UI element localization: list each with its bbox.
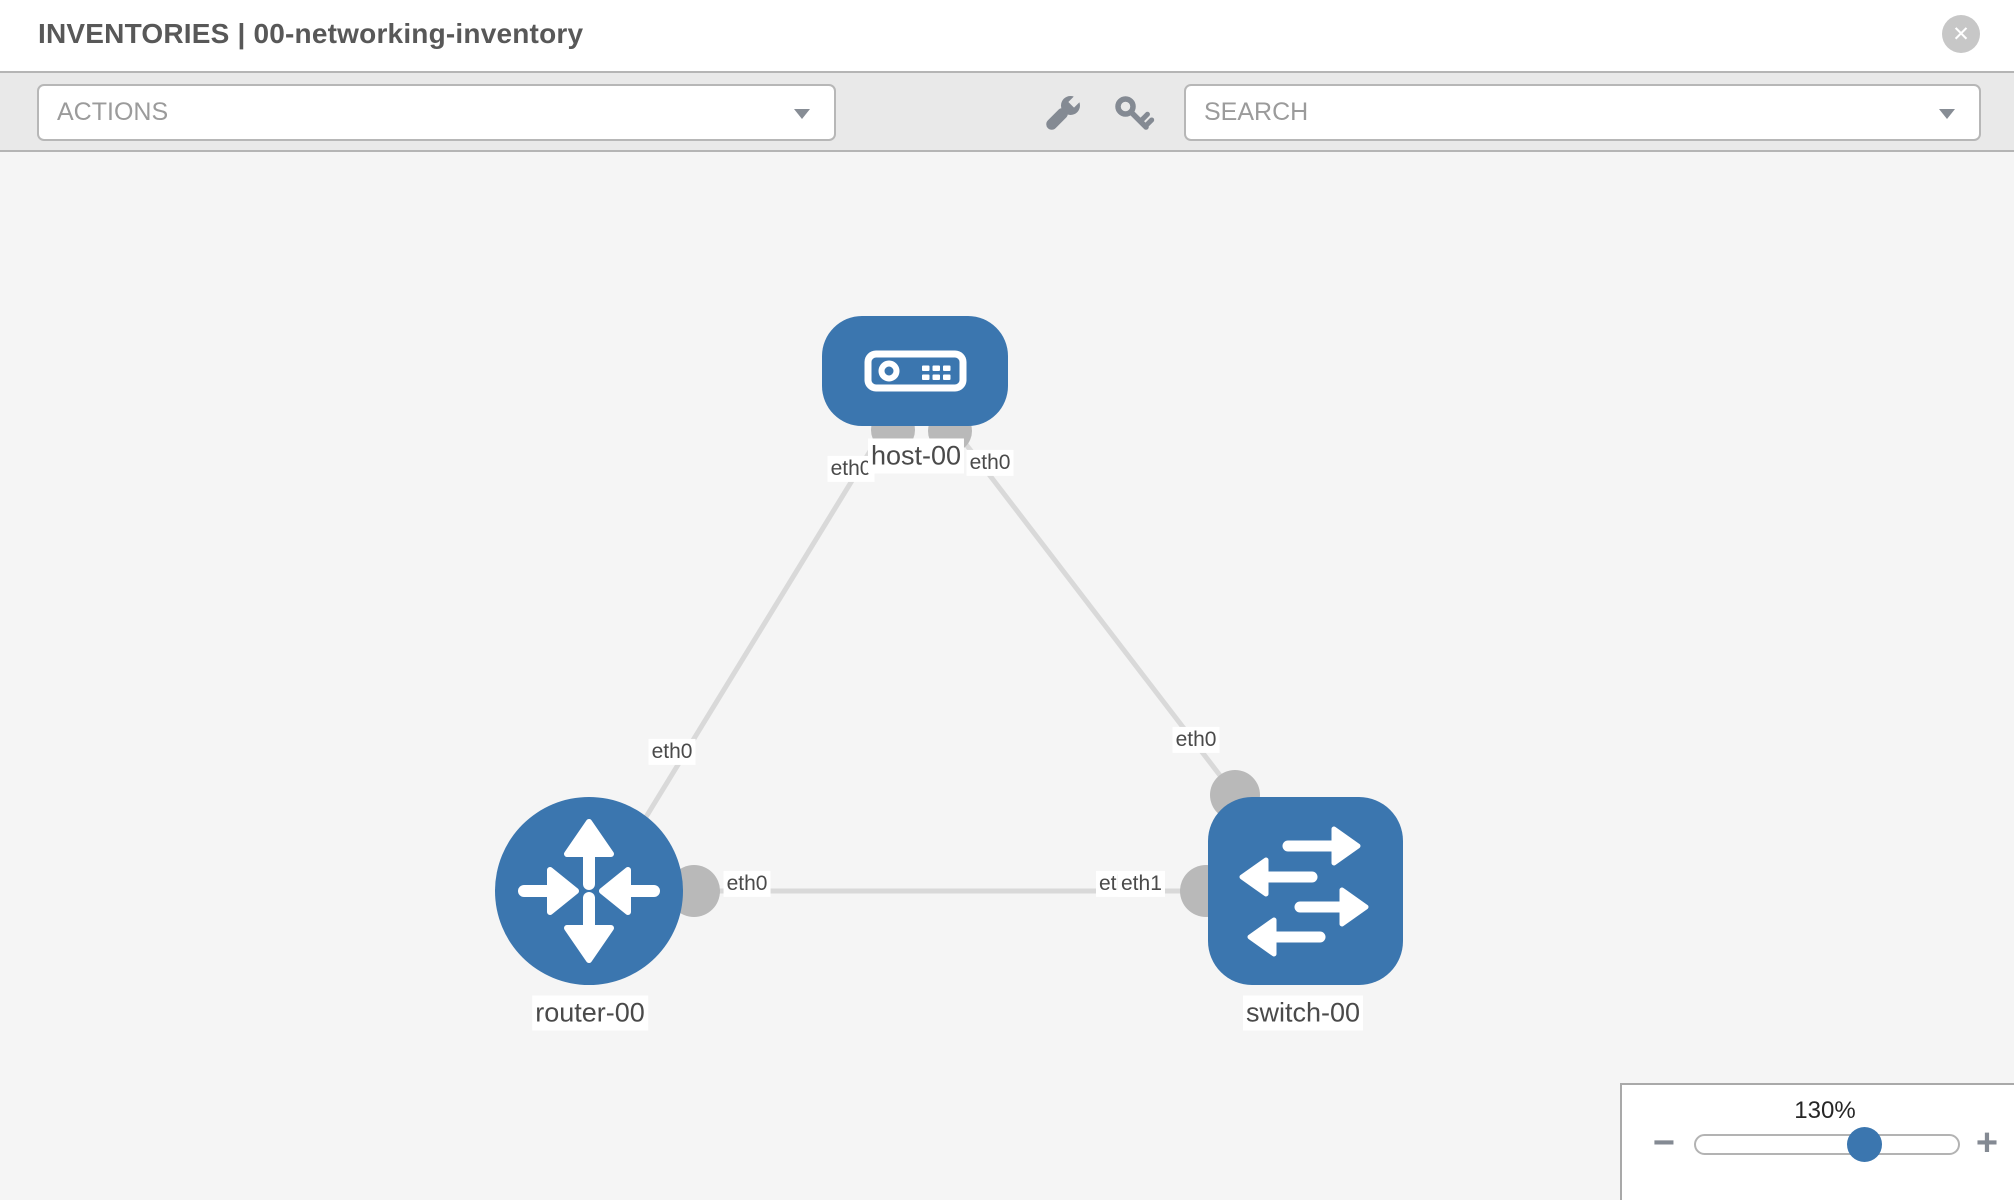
topology-canvas[interactable]: eth0 eth0 eth0 eth0 eth0 eth1 eth1 host-… (0, 152, 2014, 1200)
tools-button[interactable] (1035, 73, 1089, 150)
key-icon (1115, 96, 1155, 130)
actions-dropdown[interactable]: ACTIONS (37, 84, 836, 141)
toolbar: ACTIONS SEARC (0, 71, 2014, 152)
interface-label-host-to-switch: eth0 (966, 449, 1014, 477)
interface-label-router-to-host: eth0 (648, 738, 696, 766)
interface-label-host-to-router: eth0 (827, 455, 875, 483)
interface-label-switch-to-router: eth1 (1118, 870, 1165, 898)
plus-icon: + (1975, 1122, 1999, 1164)
node-host[interactable] (822, 316, 1008, 426)
zoom-slider-handle[interactable] (1847, 1127, 1882, 1162)
router-icon (518, 819, 660, 963)
wrench-icon (1046, 92, 1084, 130)
node-label-host: host-00 (867, 438, 965, 474)
switch-icon (1239, 826, 1369, 957)
header: INVENTORIES | 00-networking-inventory ✕ (0, 0, 2014, 71)
search-dropdown-label: SEARCH (1204, 98, 1309, 126)
topology-graph (495, 316, 1403, 985)
credentials-button[interactable] (1108, 73, 1162, 150)
caret-down-icon (794, 108, 810, 119)
zoom-level-label: 130% (1794, 1097, 1856, 1124)
close-button[interactable]: ✕ (1942, 15, 1980, 53)
search-dropdown[interactable]: SEARCH (1184, 84, 1981, 141)
page-title: INVENTORIES | 00-networking-inventory (38, 18, 584, 49)
zoom-panel: 130% − + (1620, 1083, 2014, 1200)
zoom-in-button[interactable]: + (1965, 1121, 2009, 1165)
node-label-router: router-00 (532, 995, 648, 1031)
actions-dropdown-label: ACTIONS (57, 98, 169, 126)
interface-label-switch-to-host: eth0 (1172, 726, 1220, 754)
minus-icon: − (1652, 1122, 1676, 1164)
zoom-slider-track[interactable] (1694, 1134, 1960, 1155)
node-router[interactable] (495, 797, 683, 985)
interface-label-router-to-switch: eth0 (723, 870, 771, 898)
host-icon (864, 350, 967, 392)
node-label-switch: switch-00 (1242, 995, 1364, 1031)
close-icon: ✕ (1952, 22, 1970, 46)
zoom-out-button[interactable]: − (1642, 1121, 1686, 1165)
node-switch[interactable] (1208, 797, 1403, 985)
caret-down-icon (1939, 108, 1955, 119)
